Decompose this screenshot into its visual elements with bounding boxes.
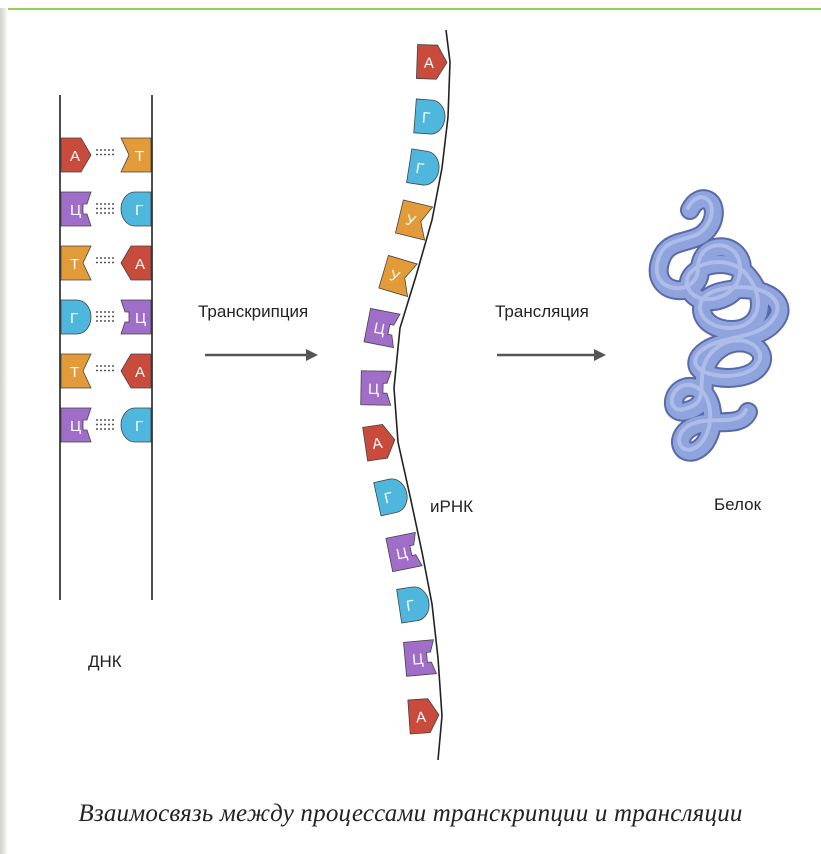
mrna-base-letter: А [424,55,435,72]
mrna-base: Г [407,149,442,187]
mrna-base-letter: Ц [368,381,379,398]
mrna-base-letter: Г [421,109,430,127]
mrna-base: А [416,44,447,79]
process-arrows [205,349,606,361]
dna-base-left: Ц [61,192,91,226]
dna-base-right: Г [121,408,151,442]
dna-base-left: Г [61,300,91,334]
figure-caption: Взаимосвязь между процессами транскрипци… [0,800,821,828]
dna-base-right-letter: Г [135,202,143,219]
dna-base-left-letter: Т [70,256,79,273]
translation-arrow-head [594,349,606,361]
dna-base-right: А [121,354,151,388]
mrna-base: Г [374,476,411,516]
dna-base-left-letter: Ц [70,202,81,219]
transcription-arrow-head [306,349,318,361]
mrna-base: Ц [404,640,437,677]
mrna-base: Ц [361,371,392,406]
dna-base-left: Т [61,354,91,388]
mrna-base: Г [397,585,432,623]
mrna-label: иРНК [430,497,473,516]
protein-coil [657,197,780,451]
mrna-base: А [363,423,398,461]
dna-base-right-letter: Г [135,418,143,435]
mrna-base: Ц [364,308,400,347]
dna-base-left-letter: А [70,148,80,165]
dna-label: ДНК [88,652,122,671]
mrna-base: Ц [386,532,422,571]
translation-label: Трансляция [495,302,589,321]
dna-base-left: А [61,138,91,172]
dna-base-right-letter: Ц [135,310,146,327]
protein-label: Белок [714,495,762,514]
dna-base-left: Ц [61,408,91,442]
mrna-base-letter: Ц [411,651,424,669]
dna-base-left: Т [61,246,91,280]
dna-base-right: А [121,246,151,280]
transcription-label: Транскрипция [198,302,308,321]
dna-base-right: Г [121,192,151,226]
dna-base-left-letter: Ц [70,418,81,435]
dna-base-left-letter: Г [70,310,78,327]
dna-base-right-letter: Т [135,148,144,165]
dna-base-right-letter: А [135,256,145,273]
mrna-base: А [408,698,440,734]
dna-base-left-letter: Т [70,364,79,381]
dna-base-right: Т [121,138,151,172]
mrna-base: У [395,200,432,240]
dna-base-right: Ц [121,300,151,334]
dna-base-right-letter: А [135,364,145,381]
mrna-base-letter: А [416,709,427,727]
mrna-base: Г [414,99,446,135]
